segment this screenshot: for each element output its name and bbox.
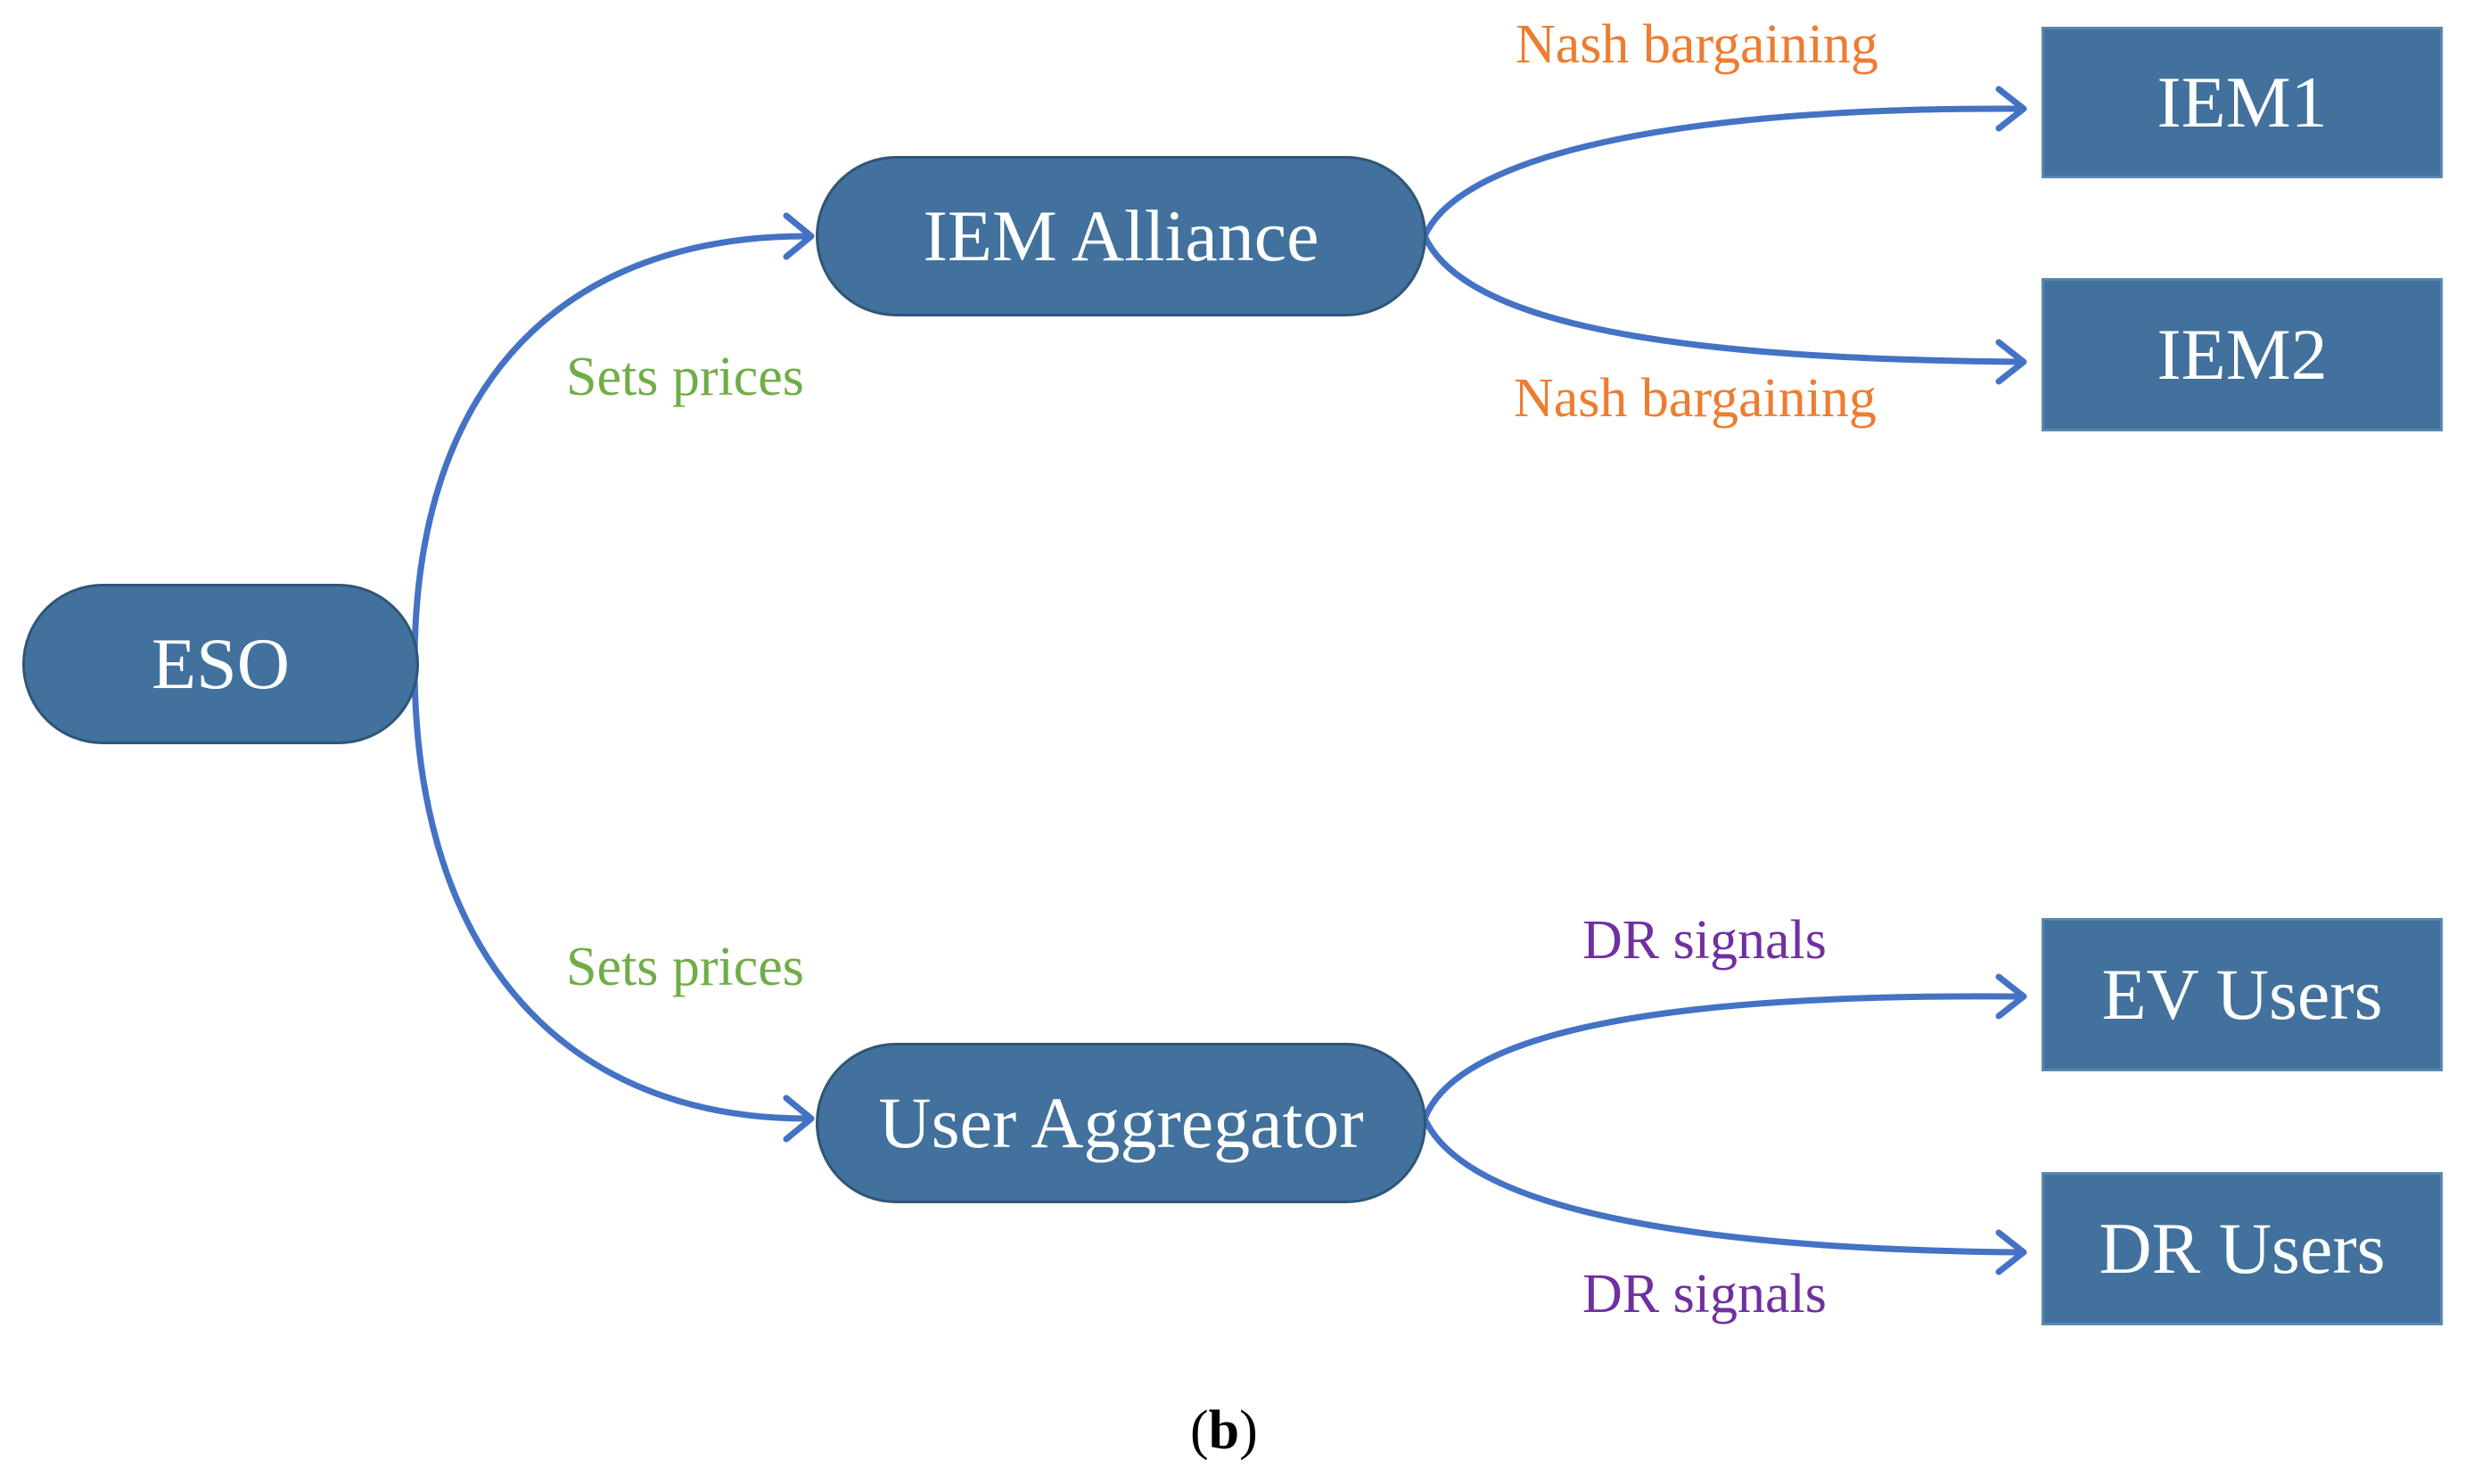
node-iem2: IEM2 [2042,278,2443,431]
node-dr-users: DR Users [2042,1172,2443,1325]
node-ev-users-label: EV Users [2101,954,2383,1035]
node-eso-label: ESO [152,623,290,704]
caption-close: ) [1239,1400,1258,1461]
node-iem2-label: IEM2 [2157,314,2328,395]
node-iem1-label: IEM1 [2157,61,2328,143]
arrow-eso-to-aggregator [411,663,808,1122]
node-eso: ESO [22,584,419,744]
figure-caption: (b) [1190,1399,1258,1463]
node-dr-users-label: DR Users [2099,1208,2386,1289]
arrow-alliance-to-iem2 [1421,234,2020,365]
node-user-aggregator: User Aggregator [816,1043,1426,1203]
arrow-aggregator-to-dr [1421,1117,2020,1256]
edge-label-nash-iem2: Nash bargaining [1514,368,1877,429]
edge-label-dr-ev: DR signals [1582,910,1827,971]
node-user-aggregator-label: User Aggregator [878,1082,1364,1163]
arrow-alliance-to-iem1 [1421,105,2020,238]
arrowhead-dr [1995,1229,2027,1275]
caption-open: ( [1190,1400,1209,1461]
node-ev-users: EV Users [2042,918,2443,1071]
arrowhead-ev [1995,973,2027,1020]
edge-label-dr-dr: DR signals [1582,1264,1827,1324]
caption-letter: b [1208,1400,1240,1461]
node-iem-alliance: IEM Alliance [816,156,1426,316]
arrow-eso-to-alliance [411,233,808,665]
arrowhead-iem2 [1995,339,2027,385]
arrowhead-alliance [783,212,815,260]
arrow-aggregator-to-ev [1421,993,2020,1120]
edge-label-sets-prices-bottom: Sets prices [566,937,804,997]
arrowhead-iem1 [1995,86,2027,132]
node-iem-alliance-label: IEM Alliance [923,195,1319,276]
node-iem1: IEM1 [2042,27,2443,178]
edge-label-nash-iem1: Nash bargaining [1516,14,1878,75]
arrowhead-aggregator [783,1095,815,1143]
edge-label-sets-prices-top: Sets prices [566,347,804,407]
